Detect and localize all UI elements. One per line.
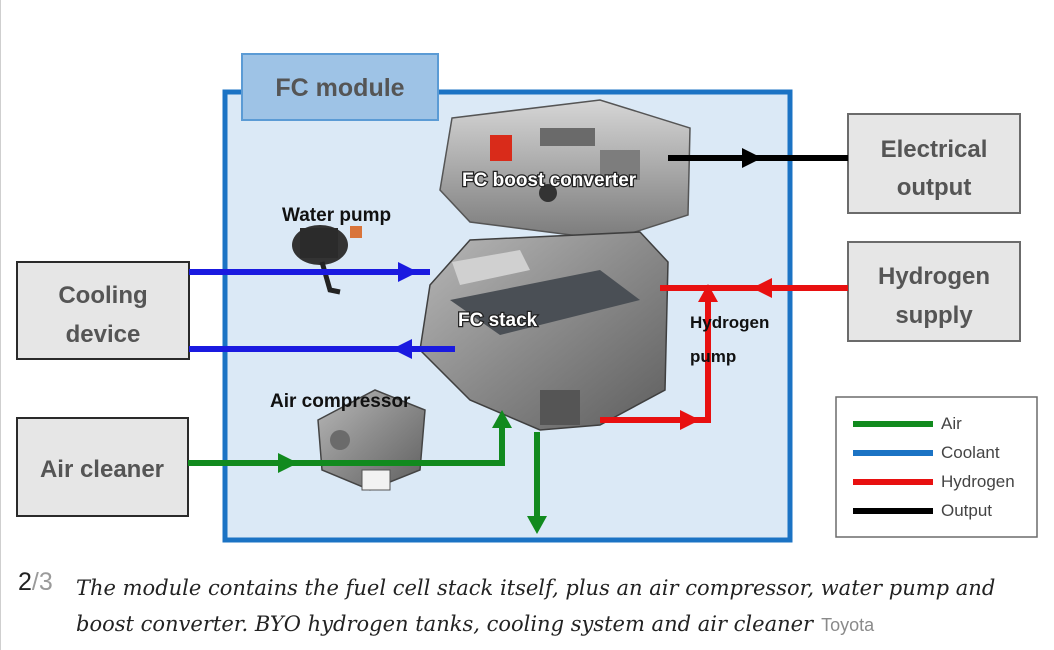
- legend-item-air: Air: [853, 414, 962, 433]
- legend-label-hydrogen: Hydrogen: [941, 472, 1015, 491]
- legend-box: [835, 396, 1038, 538]
- caption-text: The module contains the fuel cell stack …: [76, 576, 996, 636]
- flow-lines: [188, 148, 848, 534]
- fc-hardware-illustration: [292, 99, 691, 491]
- legend-item-coolant: Coolant: [853, 443, 1000, 462]
- hydrogen-supply-arrowhead: [752, 278, 772, 298]
- legend-label-output: Output: [941, 501, 992, 520]
- legend-label-air: Air: [941, 414, 962, 433]
- caption-credit: Toyota: [821, 615, 875, 635]
- legend-item-output: Output: [853, 501, 992, 520]
- cooling-device-line2: device: [66, 321, 141, 348]
- legend: Air Coolant Hydrogen Output: [835, 396, 1038, 538]
- fc-module-title: FC module: [275, 74, 404, 102]
- gallery-pager: 2/3: [18, 568, 53, 597]
- air-cleaner-label: Air cleaner: [40, 456, 164, 483]
- legend-label-coolant: Coolant: [941, 443, 1000, 462]
- air-in-arrowhead: [278, 453, 298, 473]
- air-up-arrowhead: [492, 410, 512, 428]
- coolant-out-arrowhead: [392, 339, 412, 359]
- hydrogen-supply-line1: Hydrogen: [878, 263, 990, 290]
- electrical-output-line2: output: [897, 174, 972, 201]
- cooling-device-line1: Cooling: [58, 282, 147, 309]
- hydrogen-recirc-arrowhead-right: [680, 410, 700, 430]
- output-arrowhead: [742, 148, 762, 168]
- fc-stack-label: FC stack: [458, 310, 538, 331]
- air-exhaust-arrowhead: [527, 516, 547, 534]
- hydrogen-recirc-arrowhead-up: [698, 284, 718, 302]
- air-compressor-label: Air compressor: [270, 391, 411, 412]
- fc-module-title-tab: [241, 53, 439, 121]
- hydrogen-pump-label-line1: Hydrogen: [690, 313, 769, 332]
- fc-module-diagram: FC module Electrical output Hydrogen sup…: [16, 53, 1038, 543]
- electrical-output-line1: Electrical: [881, 136, 988, 163]
- pager-current: 2: [18, 568, 32, 596]
- legend-item-hydrogen: Hydrogen: [853, 472, 1015, 491]
- air-cleaner-box: Air cleaner: [16, 417, 189, 517]
- hydrogen-supply-box: Hydrogen supply: [847, 241, 1021, 342]
- hydrogen-pump-label-line2: pump: [690, 347, 736, 366]
- water-pump-label: Water pump: [282, 205, 391, 226]
- boost-converter-label: FC boost converter: [462, 170, 637, 191]
- hydrogen-supply-line2: supply: [895, 302, 973, 329]
- water-pump-unit: [292, 225, 362, 295]
- hydrogen-recirculation-line: [600, 296, 711, 423]
- pager-total: /3: [31, 568, 53, 596]
- caption-text-block: The module contains the fuel cell stack …: [76, 570, 1026, 643]
- coolant-in-arrowhead: [398, 262, 418, 282]
- electrical-output-box: Electrical output: [847, 113, 1021, 214]
- left-frame-line: [0, 0, 1, 650]
- cooling-device-box: Cooling device: [16, 261, 190, 360]
